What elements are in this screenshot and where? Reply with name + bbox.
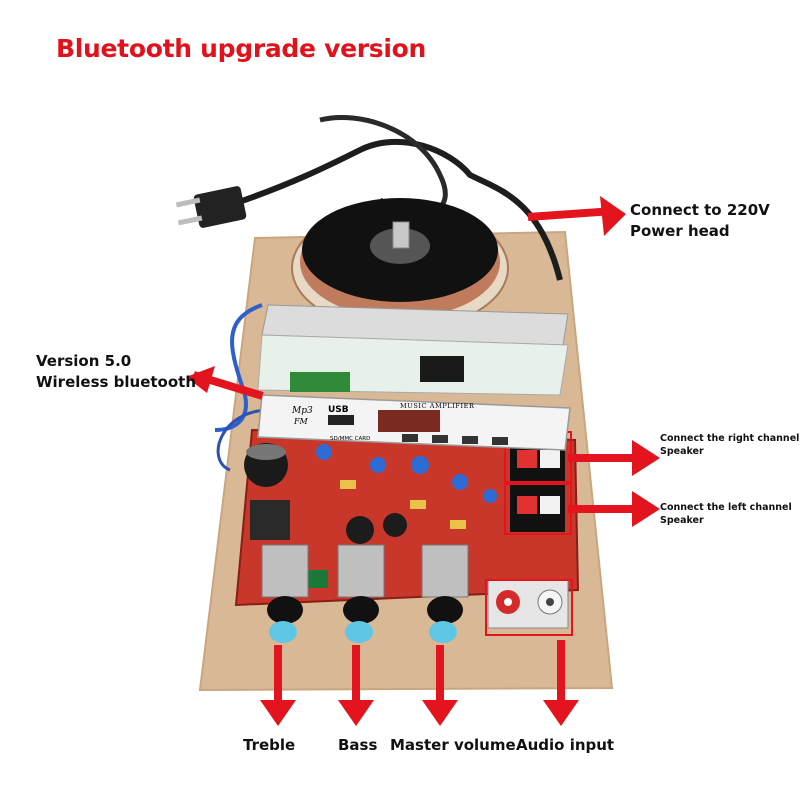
- bluetooth-label-line2: Wireless bluetooth: [36, 373, 197, 391]
- treble-label: Treble: [243, 736, 296, 754]
- power-label-line2: Power head: [630, 222, 730, 240]
- blue-wires: [214, 303, 263, 432]
- audio-input-label: Audio input: [516, 736, 615, 754]
- bluetooth-label: Version 5.0 Wireless bluetooth: [36, 351, 196, 393]
- right-channel-line1: Connect the right channel: [660, 433, 800, 444]
- page-title: Bluetooth upgrade version: [56, 34, 426, 63]
- panel-mp3: Mp3: [291, 406, 313, 416]
- panel-fm: FM: [293, 417, 309, 426]
- power-label: Connect to 220V Power head: [630, 200, 770, 242]
- power-plug: [175, 186, 247, 228]
- volume-knob: [421, 544, 469, 643]
- power-cord: [229, 138, 563, 281]
- display-window: [378, 410, 440, 432]
- right-channel-label: Connect the right channel Speaker: [660, 432, 799, 458]
- arrows: [186, 196, 660, 726]
- bass-label: Bass: [338, 736, 378, 754]
- panel-usb: USB: [328, 405, 349, 415]
- transformer: [291, 198, 509, 331]
- speaker-terminals: [510, 442, 565, 532]
- panel-card: SD/MMC CARD: [330, 436, 370, 442]
- rca-input: [487, 579, 569, 629]
- usb-port: [328, 415, 354, 425]
- power-label-line1: Connect to 220V: [630, 201, 770, 219]
- left-channel-line2: Speaker: [660, 515, 704, 526]
- volume-label: Master volume: [390, 736, 516, 754]
- components: [244, 443, 497, 588]
- treble-knob: [261, 544, 309, 643]
- panel-name: MUSIC AMPLIFIER: [400, 402, 475, 410]
- bass-knob: [337, 544, 385, 643]
- left-channel-line1: Connect the left channel: [660, 502, 792, 513]
- right-channel-line2: Speaker: [660, 446, 704, 457]
- left-channel-label: Connect the left channel Speaker: [660, 501, 792, 527]
- bluetooth-label-line1: Version 5.0: [36, 352, 132, 370]
- rca-highlight: [485, 579, 573, 636]
